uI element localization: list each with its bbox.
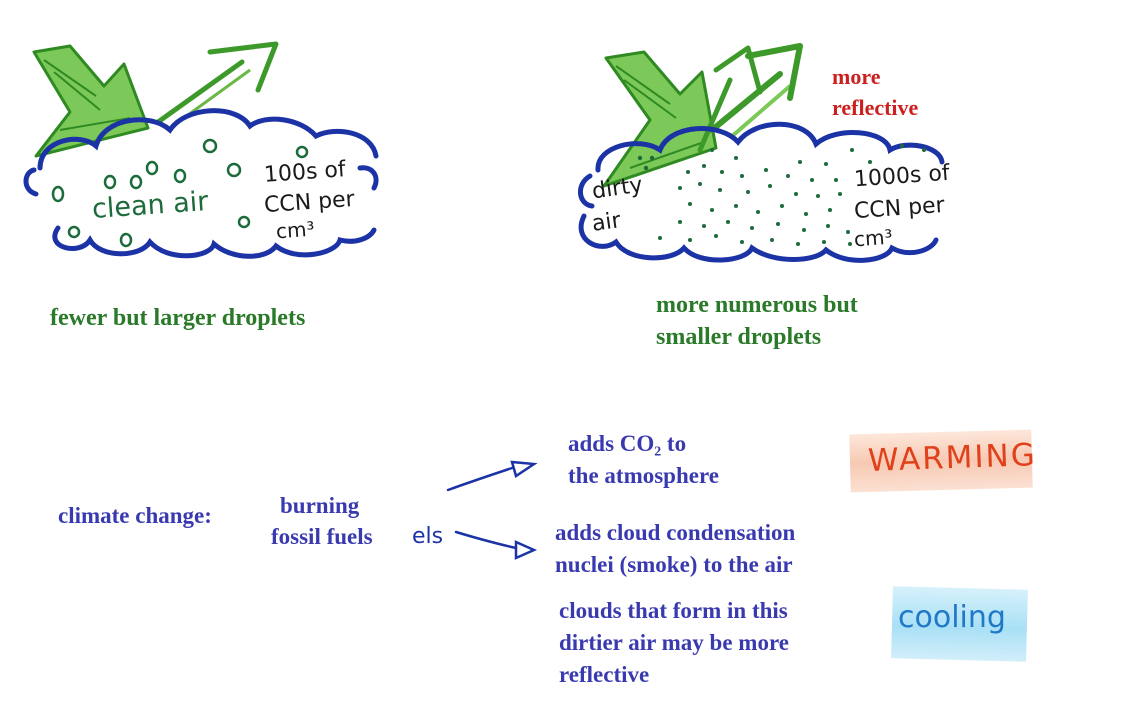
- cause-line1: burning: [280, 493, 360, 518]
- cause-line2: fossil fuels: [271, 524, 373, 549]
- climate-change-label: climate change:: [58, 503, 212, 528]
- cause-fragment: els: [412, 524, 444, 549]
- arrow-to-co2-effect: [446, 460, 538, 492]
- dirty-cloud-caption-line2: smaller droplets: [656, 324, 822, 350]
- dirty-ccn-line3: cm³: [853, 224, 894, 252]
- clean-cloud-caption: fewer but larger droplets: [50, 305, 306, 331]
- clean-ccn-line3: cm³: [275, 216, 316, 244]
- effect1-line2: the atmosphere: [568, 463, 719, 488]
- dirty-reflected-sunlight-arrows: [697, 43, 803, 153]
- effect3-line1: clouds that form in this: [559, 598, 788, 623]
- effect1-line1: adds CO₂ to: [568, 431, 687, 456]
- dirty-incoming-sunlight-arrow: [602, 50, 718, 188]
- dirty-cloud-inside-line2: air: [590, 208, 623, 237]
- dirty-cloud-outline: [578, 121, 945, 263]
- clean-cloud-droplets: [51, 138, 309, 248]
- effect3-line2: dirtier air may be more: [559, 630, 789, 655]
- warming-tag: WARMING: [867, 437, 1038, 479]
- clean-cloud-outline: [23, 108, 379, 259]
- clean-reflected-sunlight-arrow: [155, 41, 279, 130]
- effect2-line1: adds cloud condensation: [555, 520, 796, 545]
- more-reflective-line2: reflective: [832, 95, 919, 120]
- arrow-to-ccn-effect: [454, 530, 538, 560]
- effect3-line3: reflective: [559, 662, 650, 687]
- dirty-cloud-caption-line1: more numerous but: [656, 292, 858, 318]
- clean-incoming-sunlight-arrow: [32, 44, 150, 158]
- dirty-cloud-droplets: [637, 144, 926, 246]
- cooling-tag: cooling: [898, 600, 1006, 635]
- more-reflective-line1: more: [832, 64, 881, 89]
- effect2-line2: nuclei (smoke) to the air: [555, 552, 793, 577]
